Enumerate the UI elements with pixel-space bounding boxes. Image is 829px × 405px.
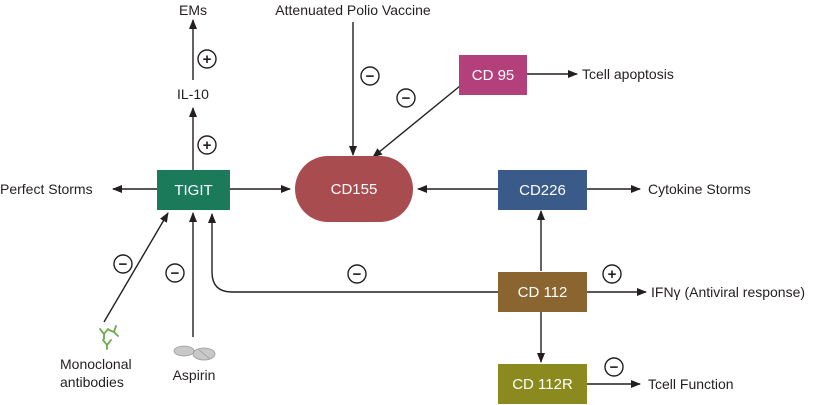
sign-plus-tigit-il10: + bbox=[197, 135, 217, 155]
cd112r-box bbox=[498, 364, 587, 404]
sign-plus-ifng: + bbox=[602, 264, 622, 284]
polio-vaccine-label: Attenuated Polio Vaccine bbox=[275, 2, 431, 18]
edge-cd112-tigit bbox=[208, 213, 498, 293]
plus-icon: + bbox=[608, 266, 617, 283]
tcell-function-label: Tcell Function bbox=[648, 376, 734, 392]
tigit-label: TIGIT bbox=[174, 182, 212, 199]
sign-minus-cd95: − bbox=[396, 88, 416, 108]
node-cd112: CD 112 bbox=[498, 272, 587, 312]
sign-minus-tcell-function: − bbox=[604, 357, 624, 377]
node-cd226: CD226 bbox=[498, 170, 587, 210]
plus-icon: + bbox=[203, 137, 212, 154]
tcell-apoptosis-label: Tcell apoptosis bbox=[582, 66, 674, 82]
antibody-icon bbox=[99, 325, 119, 350]
node-cd112r: CD 112R bbox=[498, 364, 587, 404]
cd112-label: CD 112 bbox=[518, 284, 568, 301]
node-cd95: CD 95 bbox=[459, 55, 527, 95]
edge-antibodies-tigit bbox=[103, 212, 169, 323]
minus-icon: − bbox=[366, 68, 375, 85]
cd155-label: CD155 bbox=[331, 181, 378, 198]
sign-minus-cd112-tigit: − bbox=[347, 264, 367, 284]
cd95-box bbox=[459, 55, 527, 95]
minus-icon: − bbox=[402, 90, 411, 107]
cd155-shape bbox=[295, 156, 413, 222]
cd95-label: CD 95 bbox=[472, 67, 515, 84]
monoclonal-label-line1: Monoclonal bbox=[60, 356, 132, 372]
cd226-label: CD226 bbox=[519, 182, 566, 199]
edges bbox=[103, 19, 647, 388]
cd112r-label: CD 112R bbox=[512, 376, 573, 393]
pills-icon bbox=[173, 345, 216, 361]
cd226-box bbox=[498, 170, 587, 210]
cytokine-storms-label: Cytokine Storms bbox=[648, 181, 751, 197]
perfect-storms-label: Perfect Storms bbox=[0, 181, 93, 197]
node-tigit: TIGIT bbox=[157, 170, 230, 210]
sign-minus-antibodies: − bbox=[113, 254, 133, 274]
aspirin-label: Aspirin bbox=[173, 367, 216, 383]
sign-minus-aspirin: − bbox=[165, 263, 185, 283]
sign-minus-polio: − bbox=[360, 66, 380, 86]
minus-icon: − bbox=[119, 256, 128, 273]
minus-icon: − bbox=[353, 266, 362, 283]
sign-plus-il10-ems: + bbox=[197, 49, 217, 69]
node-cd155: CD155 bbox=[295, 156, 413, 222]
edge-cd95-cd155 bbox=[372, 85, 461, 158]
cd112-box bbox=[498, 272, 587, 312]
tigit-box bbox=[157, 170, 230, 210]
il10-label: IL-10 bbox=[177, 86, 209, 102]
minus-icon: − bbox=[610, 359, 619, 376]
minus-icon: − bbox=[171, 265, 180, 282]
monoclonal-label-line2: antibodies bbox=[60, 374, 124, 390]
ifng-response-label: IFNγ (Antiviral response) bbox=[651, 284, 805, 300]
plus-icon: + bbox=[203, 51, 212, 68]
ems-label: EMs bbox=[179, 2, 207, 18]
